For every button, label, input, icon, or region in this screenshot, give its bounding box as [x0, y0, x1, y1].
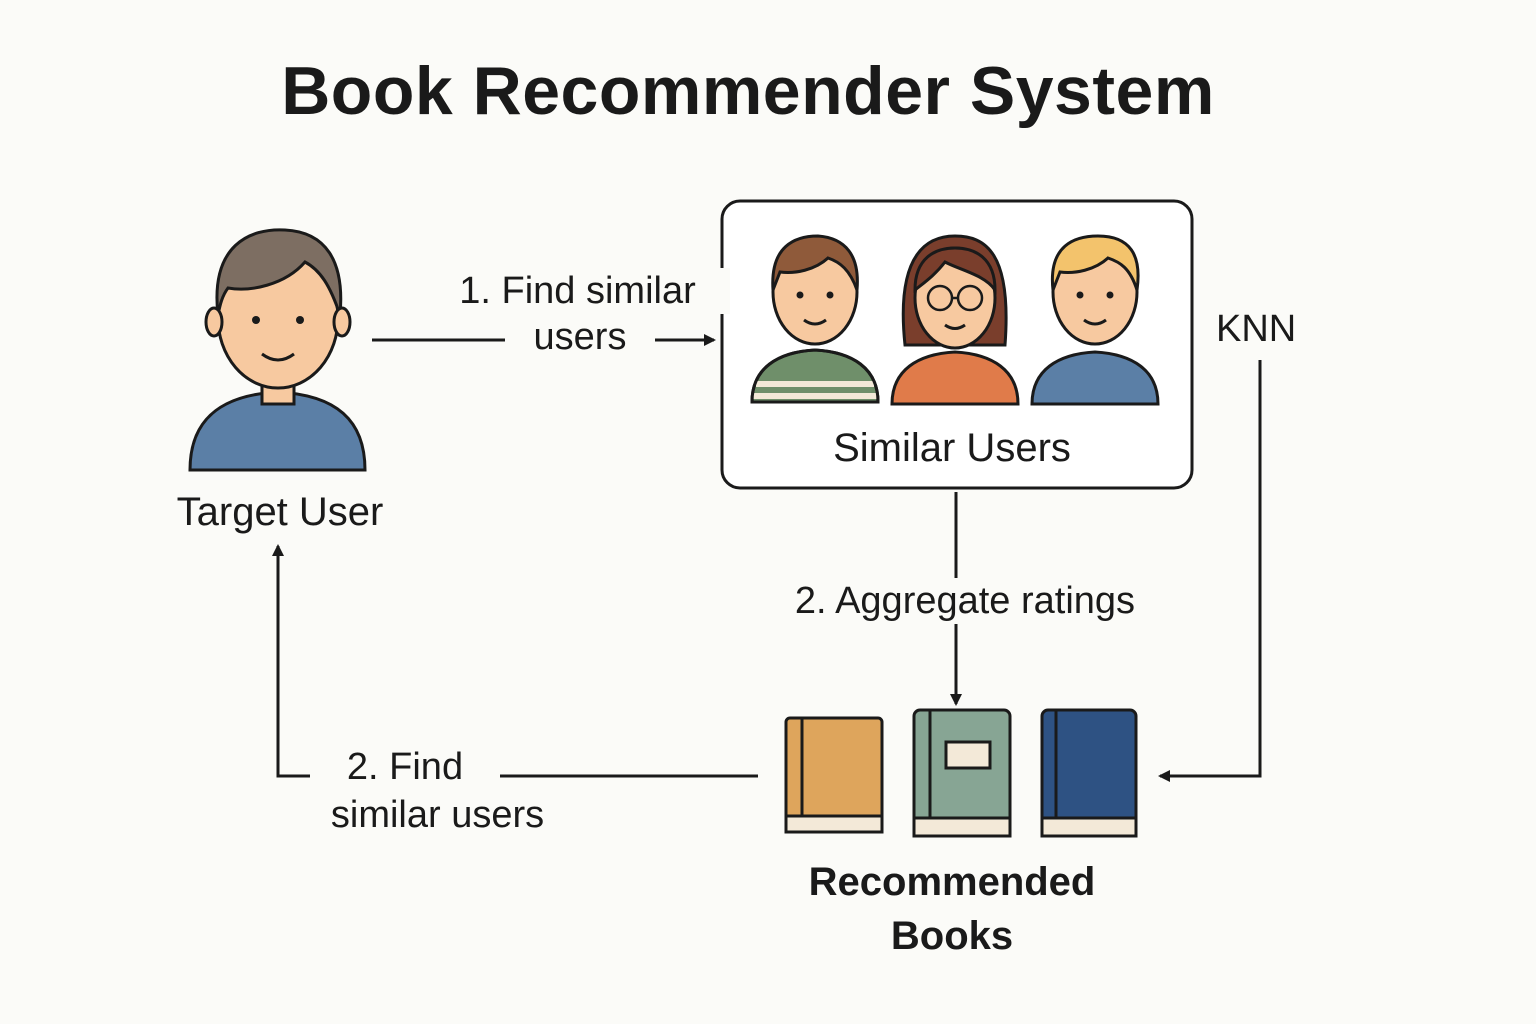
book-orange-icon: [784, 716, 884, 834]
book-blue-icon: [1040, 708, 1138, 838]
edge-label-back-line2: similar users: [330, 794, 545, 836]
edge-label-aggregate: 2. Aggregate ratings: [745, 578, 1185, 624]
page-title: Book Recommender System: [281, 53, 1215, 129]
edge-label-find-similar-line2: users: [505, 314, 655, 360]
edge-label-knn: KNN: [1216, 308, 1297, 350]
target-user-label: Target User: [176, 490, 384, 534]
similar-users-label: Similar Users: [833, 426, 1071, 470]
arrow-knn: [1158, 360, 1262, 782]
similar-user-3-icon: [1030, 234, 1160, 406]
edge-label-find-similar-line1: 1. Find similar: [425, 268, 730, 314]
recommended-books-label-line2: Books: [890, 914, 1014, 958]
similar-user-1-icon: [750, 234, 880, 404]
similar-user-2-icon: [890, 234, 1020, 406]
recommended-books-label-line1: Recommended: [808, 860, 1096, 904]
target-user-icon: [188, 228, 367, 472]
arrow-back-to-target: [272, 544, 758, 778]
book-green-icon: [912, 708, 1012, 838]
edge-label-back-line1: 2. Find: [310, 744, 500, 790]
